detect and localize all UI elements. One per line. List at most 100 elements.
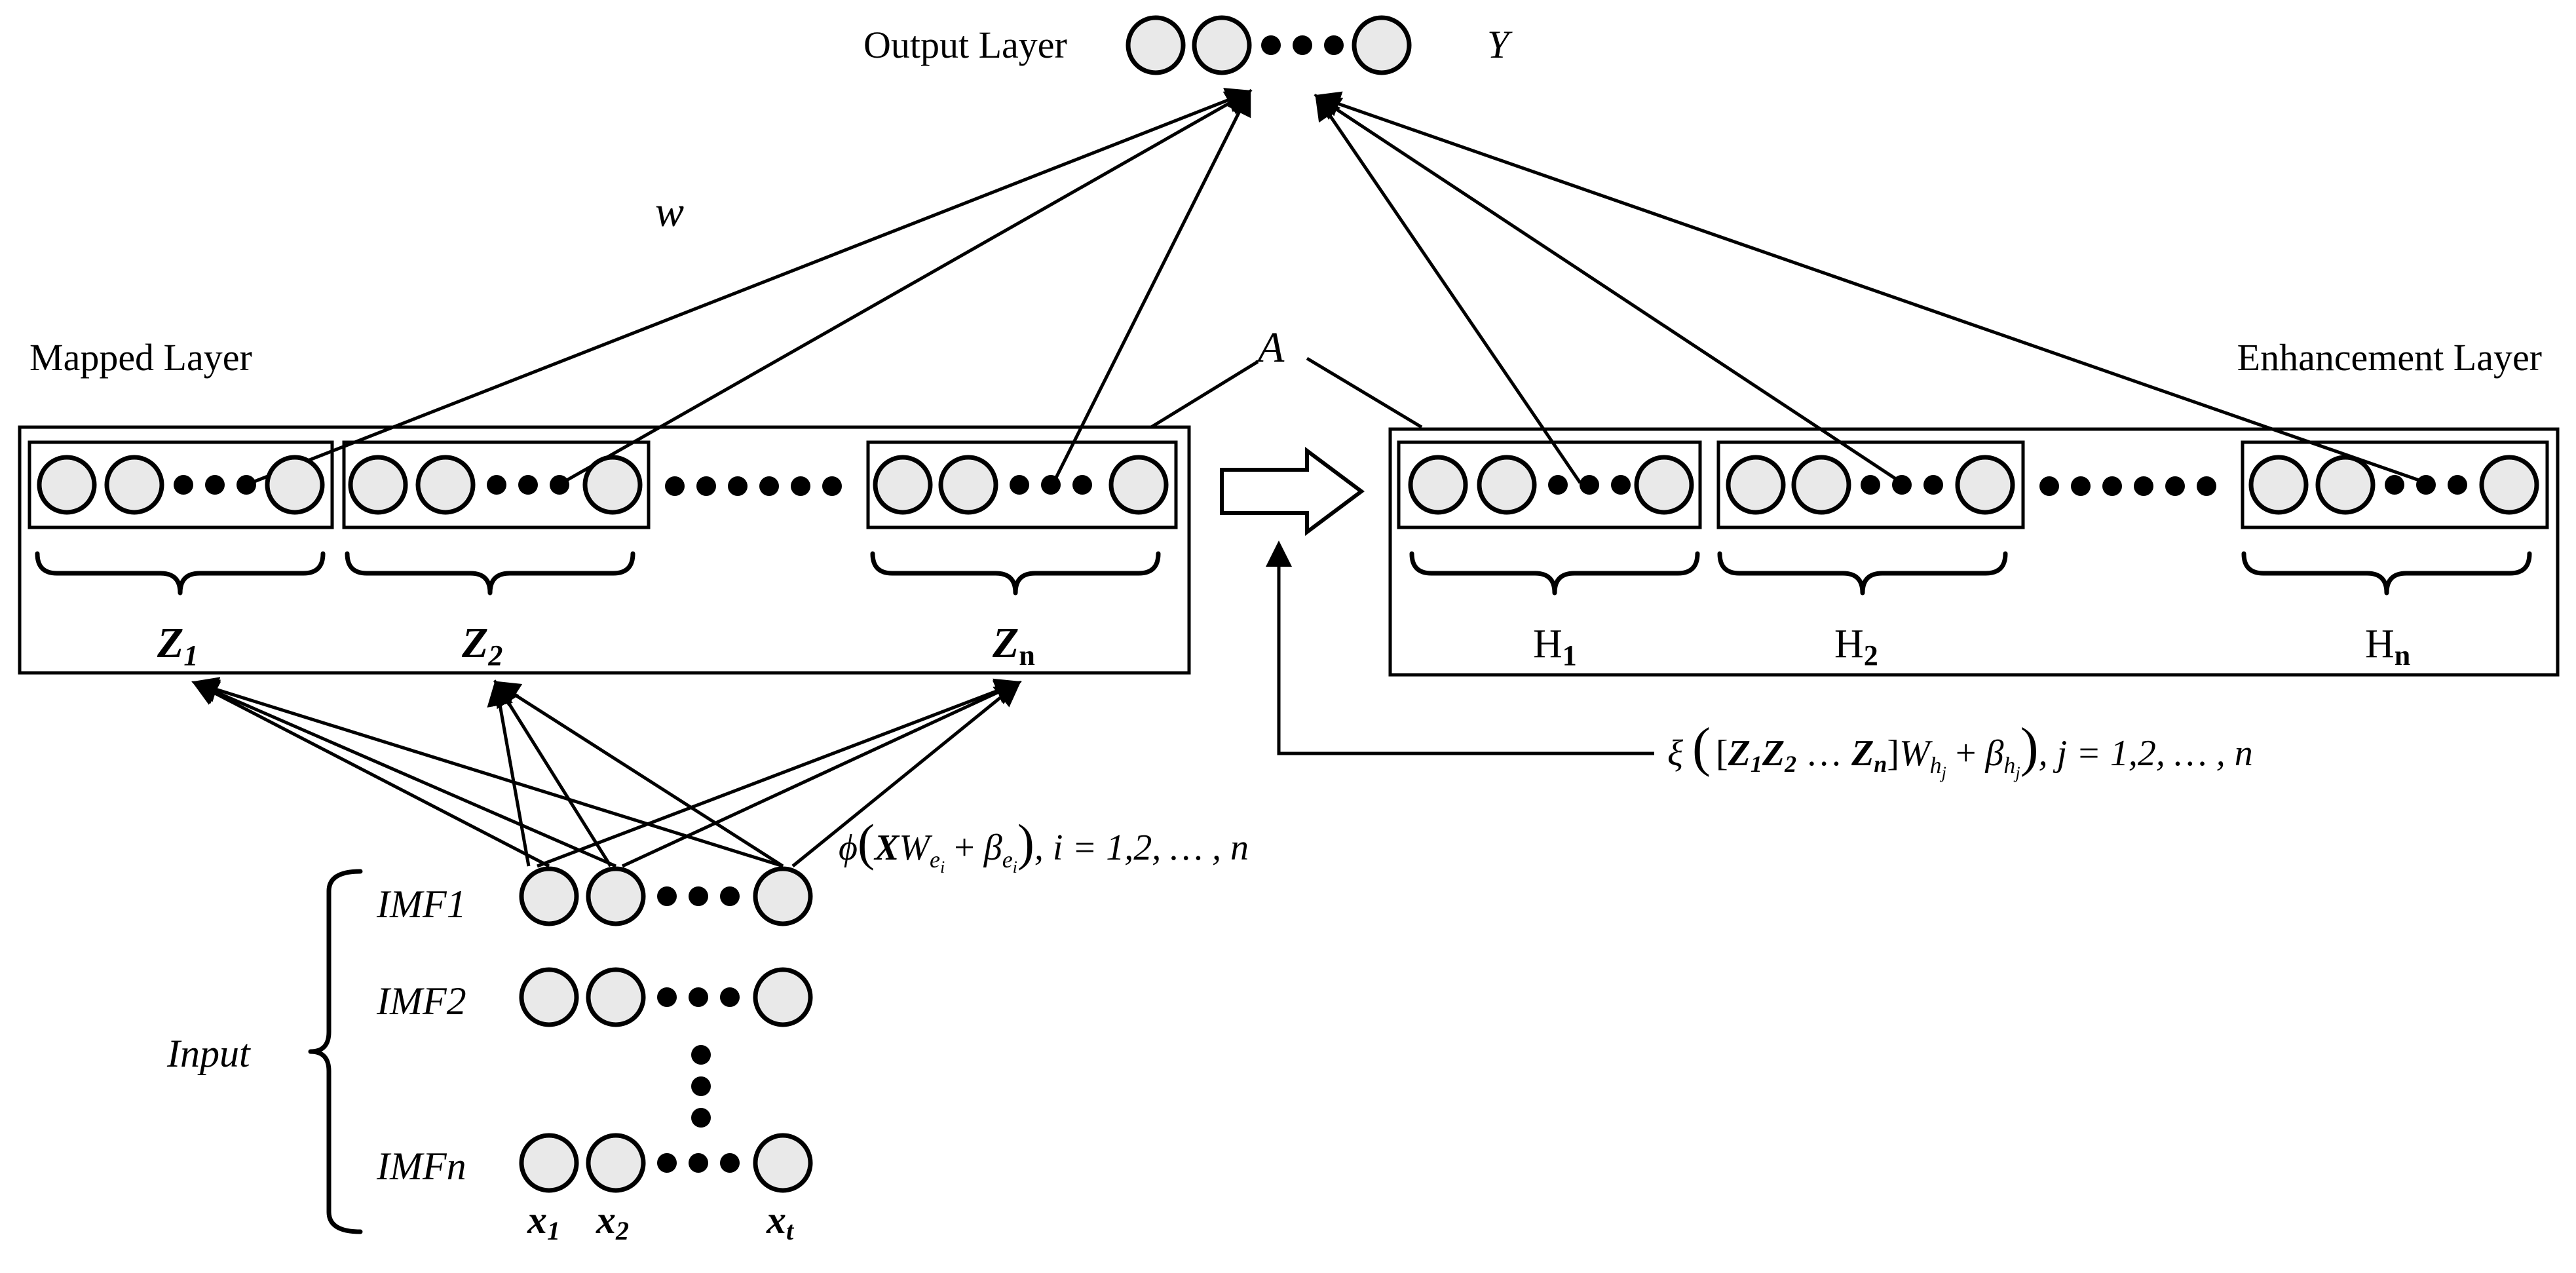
ellipsis-dot [1923,475,1943,495]
input-label: Input [166,1032,251,1075]
output-node [1126,15,1186,75]
edge-in2-zn [621,680,1022,868]
input-section: Input IMF1 IMF2 IMFn [166,866,813,1245]
mapped-group: Z1 [28,440,334,672]
node [37,455,97,515]
edge-z2-output [561,90,1253,485]
group-brace [345,551,635,596]
ellipsis-dot [550,475,569,495]
enhancement-layer: Enhancement Layer H1 H2 [1388,336,2560,677]
node [1408,455,1468,515]
ellipsis-dot [2197,476,2216,496]
output-y-symbol: Y [1487,23,1513,66]
imf-label: IMF1 [376,883,466,926]
feedback-arrow [1266,541,1654,755]
ellipsis-dot [1548,475,1568,495]
input-variable-label: x1 [527,1198,560,1245]
group-separator-dots [665,476,842,496]
ellipsis-dot [487,475,506,495]
group-label: Z1 [157,619,198,672]
ellipsis-dot [1072,475,1092,495]
ellipsis-dot [237,475,256,495]
group-box [1716,440,2025,529]
input-variable-label: xt [766,1198,795,1245]
ellipsis-dot [696,476,716,496]
group-label: Hn [2365,622,2410,672]
ellipsis-dot [720,987,740,1007]
ellipsis-dot [1580,475,1599,495]
mapped-layer: Mapped Layer Z1 Z2 [18,336,1191,675]
vertical-ellipsis [691,1045,711,1128]
ellipsis-dot [205,475,225,495]
group-brace [1409,551,1700,596]
group-brace [870,551,1161,596]
ellipsis-dot [822,476,842,496]
node [2315,455,2376,515]
input-node [753,866,813,926]
edge-z1-output [250,88,1253,485]
ellipsis-dot [759,476,779,496]
output-node [1192,15,1252,75]
input-node [586,1133,646,1193]
ellipsis-dot [1293,35,1312,55]
input-node [586,967,646,1027]
edge-in1-z2 [487,679,531,867]
ellipsis-dot [1324,35,1344,55]
edge-in1-z1 [191,681,550,868]
input-node [753,1133,813,1193]
edge-zn-output [1051,88,1251,484]
edge-hn-output [1314,91,2427,485]
ellipsis-dot [657,987,677,1007]
enhancement-group: H1 [1397,440,1702,672]
ellipsis-dot [689,1153,708,1173]
input-brace [308,869,363,1234]
ellipsis-dot [720,1153,740,1173]
enhancement-group: Hn [2241,440,2549,672]
ellipsis-dot [2385,475,2404,495]
input-row-imf2: IMF2 [376,967,813,1027]
connections [191,88,2427,868]
mapped-layer-label: Mapped Layer [29,336,252,379]
a-connector-left [1150,360,1259,429]
ellipsis-dot [2416,475,2436,495]
group-box [2241,440,2549,529]
enhancement-layer-label: Enhancement Layer [2237,336,2542,379]
node [1634,455,1694,515]
node [582,455,643,515]
group-separator-dots [2039,476,2216,496]
edge-in1-zn [537,678,1022,868]
ellipsis-dot [691,1045,711,1065]
ellipsis-dot [2134,476,2153,496]
ellipsis-dot [1261,35,1281,55]
phi-formula: ϕ(XWei + βei), i = 1,2, … , n [839,814,1249,877]
input-node [586,866,646,926]
enhancement-layer-box [1388,427,2560,677]
ellipsis-dot [1892,475,1912,495]
enhancement-group: H2 [1716,440,2025,672]
ellipsis-dot [691,1076,711,1096]
input-row-imfn: IMFn [376,1133,813,1193]
ellipsis-dot [2448,475,2467,495]
group-brace [35,551,326,596]
node [1791,455,1851,515]
xi-formula: ξ([Z1Z2 … Zn]Whj + βhj), j = 1,2, … , n [1667,717,2253,782]
input-row-imf1: IMF1 [376,866,813,926]
group-box [1397,440,1702,529]
node [348,455,408,515]
edge-in3-z2 [493,681,784,868]
node [2248,455,2309,515]
group-label: Z2 [461,619,502,672]
input-node [519,967,579,1027]
ellipsis-dot [2071,476,2091,496]
node [938,455,998,515]
ellipsis-dot [2165,476,2185,496]
group-box [28,440,334,529]
ellipsis-dot [518,475,538,495]
ellipsis-dot [1861,475,1880,495]
ellipsis-dot [665,476,685,496]
edge-h2-output [1314,94,1903,485]
group-brace [1717,551,2008,596]
mapped-group: Z2 [342,440,651,672]
mapped-layer-box [18,425,1191,675]
